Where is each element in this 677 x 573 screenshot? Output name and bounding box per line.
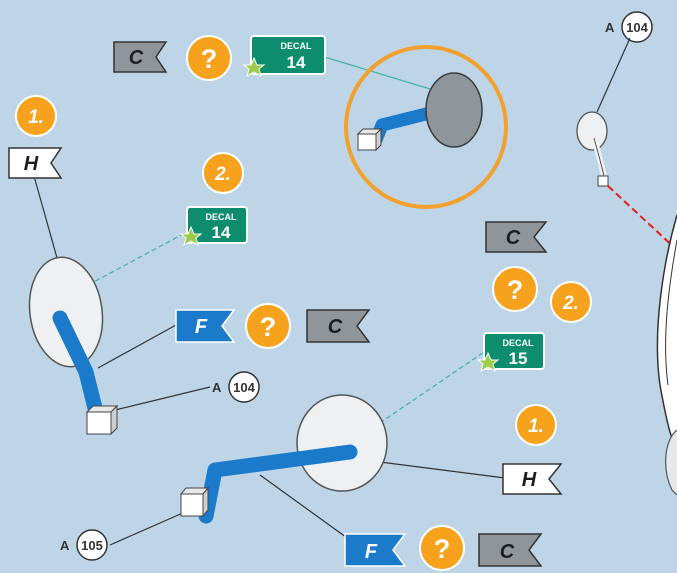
ref-letter: A [212, 380, 222, 395]
guide-line [607, 185, 677, 251]
help-symbol: ? [201, 44, 218, 74]
step-number: 1. [528, 416, 544, 437]
question-mark-badge: ? [492, 266, 538, 312]
part-reference: A 104 [605, 11, 653, 43]
flag-letter: H [522, 469, 537, 491]
left-part-group: 1. H 2. DECAL 14 F ? C A [8, 95, 371, 436]
step-number: 2. [214, 164, 231, 185]
detail-part [356, 72, 483, 152]
help-symbol: ? [260, 312, 277, 342]
ref-number: 104 [233, 380, 255, 395]
decal-label: DECAL [503, 338, 535, 348]
ref-letter: A [60, 538, 70, 553]
detail-view: C ? DECAL 14 [113, 35, 508, 209]
assembly-view: A 104 [576, 11, 677, 496]
flag-letter: C [129, 47, 144, 69]
helmet-body [656, 214, 677, 496]
finish-flag: H [8, 147, 63, 179]
question-mark-badge: ? [245, 303, 291, 349]
right-mirror-part [179, 394, 388, 524]
decal-label: DECAL [281, 41, 313, 51]
decal-number: 14 [287, 53, 306, 72]
decal-number: 15 [509, 349, 528, 368]
finish-flag: C [113, 41, 168, 73]
step-number-badge: 2. [550, 281, 592, 323]
question-mark-badge: ? [186, 35, 232, 81]
flag-letter: C [500, 541, 515, 563]
part-reference: A 104 [212, 371, 260, 403]
leader-line [596, 37, 631, 113]
right-part-group: C ? 2. DECAL 15 1. H F ? [60, 221, 592, 571]
decal-sticker: DECAL 14 [179, 206, 248, 247]
finish-flag: F [175, 309, 236, 343]
flag-letter: F [195, 316, 208, 338]
small-mirror-part [576, 111, 609, 187]
decal-sticker: DECAL 15 [476, 332, 545, 373]
finish-flag: F [344, 533, 407, 567]
highlight-ring [344, 45, 508, 209]
step-number-badge: 1. [15, 95, 57, 137]
question-mark-badge: ? [419, 525, 465, 571]
flag-letter: F [365, 541, 378, 563]
part-reference: A 105 [60, 529, 108, 561]
help-symbol: ? [434, 534, 451, 564]
step-number: 1. [28, 107, 44, 128]
decal-number: 14 [212, 223, 231, 242]
ref-number: 104 [626, 20, 648, 35]
leader-line [259, 474, 351, 541]
decal-sticker: DECAL 14 [242, 35, 326, 78]
leader-line [317, 54, 451, 96]
flag-letter: C [506, 227, 521, 249]
finish-flag: C [485, 221, 548, 253]
finish-flag: C [478, 533, 543, 567]
leader-line [97, 324, 177, 369]
leader-line [109, 511, 186, 546]
ref-number: 105 [81, 538, 103, 553]
finish-flag: C [306, 309, 371, 343]
step-number-badge: 1. [515, 404, 557, 446]
leader-line [114, 386, 211, 411]
leader-line [379, 461, 506, 479]
leader-line [339, 347, 491, 451]
step-number-badge: 2. [202, 152, 244, 194]
help-symbol: ? [507, 275, 524, 305]
ref-letter: A [605, 20, 615, 35]
step-number: 2. [562, 293, 579, 314]
left-mirror-part [28, 256, 119, 436]
flag-letter: H [24, 153, 39, 175]
finish-flag: H [502, 463, 563, 495]
flag-letter: C [328, 316, 343, 338]
decal-label: DECAL [206, 212, 238, 222]
